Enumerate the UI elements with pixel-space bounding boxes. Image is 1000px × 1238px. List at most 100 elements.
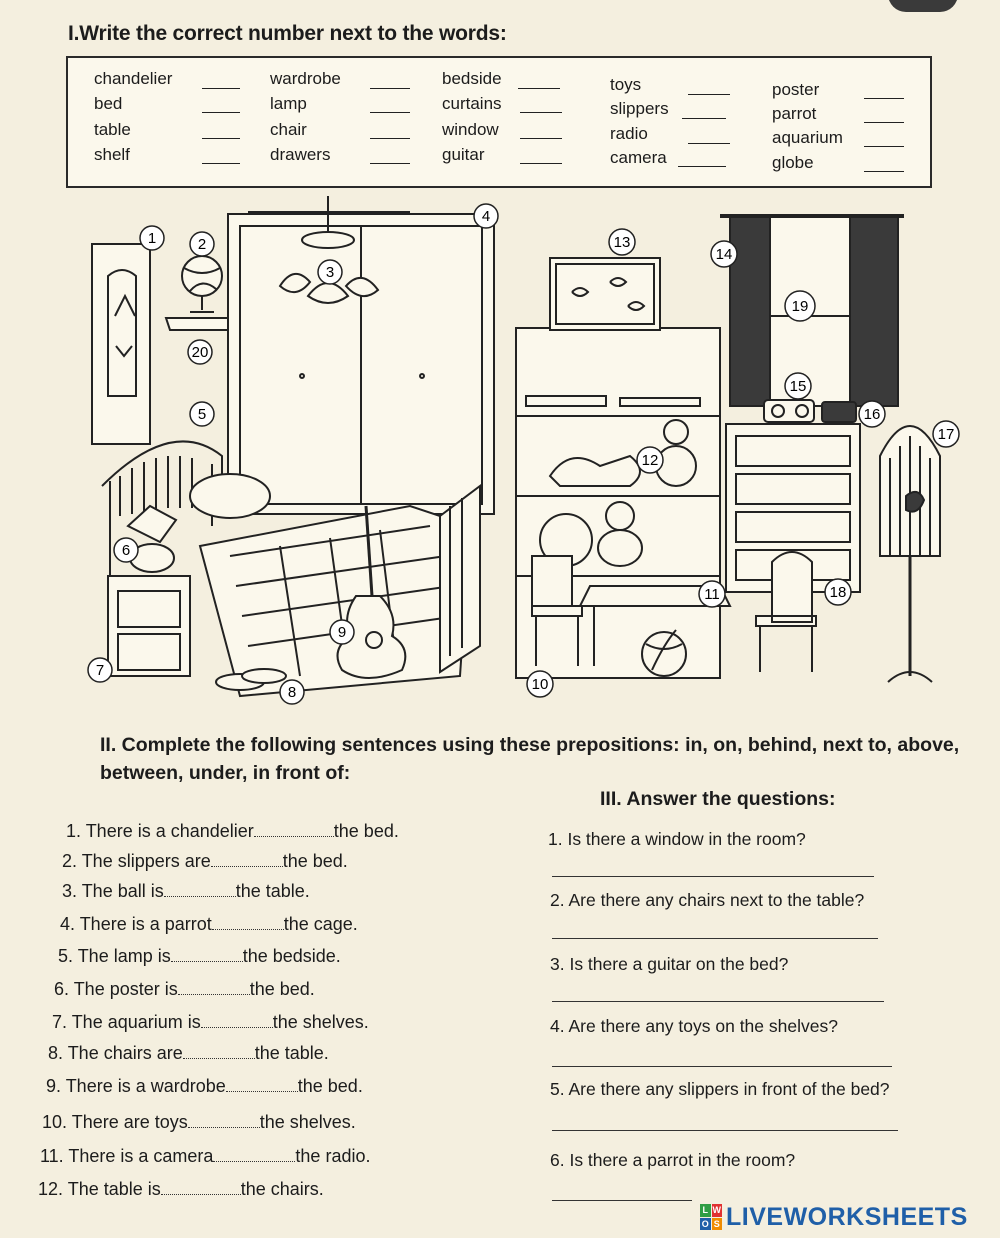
svg-text:18: 18 — [830, 584, 847, 601]
question-6: 6. Is there a parrot in the room? — [550, 1150, 796, 1170]
badge-2: 2 — [189, 231, 215, 257]
badge-5: 5 — [189, 401, 215, 427]
blank-toys[interactable] — [688, 94, 730, 95]
badge-17: 17 — [932, 420, 960, 448]
answer-blank-7[interactable] — [200, 1013, 273, 1028]
shelf-icon — [164, 317, 238, 331]
aquarium-icon — [549, 257, 661, 331]
svg-text:4: 4 — [482, 208, 490, 225]
svg-text:7: 7 — [96, 662, 104, 679]
blank-slippers[interactable] — [682, 118, 726, 119]
word-shelf: shelf — [94, 145, 130, 164]
word-window: window — [442, 120, 499, 139]
svg-text:16: 16 — [864, 406, 881, 423]
answer-line-1[interactable] — [552, 876, 874, 877]
blank-window[interactable] — [520, 138, 562, 139]
badge-7: 7 — [87, 657, 113, 683]
answer-blank-4[interactable] — [211, 915, 284, 930]
svg-text:12: 12 — [642, 452, 659, 469]
blank-chandelier[interactable] — [202, 88, 240, 89]
blank-lamp[interactable] — [370, 112, 410, 113]
badge-11: 11 — [698, 580, 726, 608]
blank-parrot[interactable] — [864, 122, 904, 123]
word-aquarium: aquarium — [772, 128, 843, 147]
badge-12: 12 — [636, 446, 664, 474]
answer-blank-8[interactable] — [182, 1044, 255, 1059]
answer-blank-6[interactable] — [177, 980, 250, 995]
answer-line-6[interactable] — [552, 1200, 692, 1201]
answer-blank-3[interactable] — [163, 882, 236, 897]
badge-4: 4 — [473, 203, 499, 229]
answer-blank-10[interactable] — [187, 1113, 260, 1128]
wardrobe-icon — [227, 213, 495, 515]
svg-text:5: 5 — [198, 406, 206, 423]
svg-text:1: 1 — [148, 230, 156, 247]
blank-curtains[interactable] — [520, 112, 562, 113]
table-icon — [578, 585, 732, 666]
word-wardrobe: wardrobe — [270, 69, 341, 88]
word-box: chandelier bed table shelf wardrobe lamp… — [66, 56, 932, 188]
top-decoration — [888, 0, 958, 12]
blank-globe[interactable] — [864, 171, 904, 172]
answer-blank-1[interactable] — [253, 822, 334, 837]
word-chair: chair — [270, 120, 307, 139]
lamp-icon — [126, 504, 178, 573]
slippers-icon — [215, 668, 287, 691]
svg-text:15: 15 — [790, 378, 807, 395]
liveworksheets-logo[interactable]: L W O S LIVEWORKSHEETS — [700, 1200, 996, 1234]
answer-blank-2[interactable] — [210, 852, 283, 867]
svg-text:19: 19 — [792, 298, 809, 315]
badge-20: 20 — [187, 339, 213, 365]
blank-radio[interactable] — [688, 143, 730, 144]
word-globe: globe — [772, 153, 814, 172]
word-curtains: curtains — [442, 94, 502, 113]
answer-blank-11[interactable] — [213, 1147, 296, 1162]
answer-line-5[interactable] — [552, 1130, 898, 1131]
blank-aquarium[interactable] — [864, 146, 904, 147]
svg-text:14: 14 — [716, 246, 733, 263]
blank-chair[interactable] — [370, 138, 410, 139]
question-2: 2. Are there any chairs next to the tabl… — [550, 890, 865, 910]
badge-9: 9 — [329, 619, 355, 645]
word-bedside: bedside — [442, 69, 502, 88]
blank-wardrobe[interactable] — [370, 88, 410, 89]
blank-poster[interactable] — [864, 98, 904, 99]
badge-14: 14 — [710, 240, 738, 268]
answer-blank-9[interactable] — [225, 1077, 298, 1092]
blank-bed[interactable] — [202, 112, 240, 113]
blank-bedside[interactable] — [518, 88, 560, 89]
word-parrot: parrot — [772, 104, 817, 123]
badge-3: 3 — [317, 259, 343, 285]
badge-6: 6 — [113, 537, 139, 563]
word-table: table — [94, 120, 131, 139]
parrot-icon — [879, 425, 941, 683]
svg-text:2: 2 — [198, 236, 206, 253]
badge-16: 16 — [858, 400, 886, 428]
badge-8: 8 — [279, 679, 305, 705]
answer-blank-5[interactable] — [170, 947, 243, 962]
poster-icon — [91, 243, 151, 445]
chandelier-icon — [248, 196, 410, 304]
word-toys: toys — [610, 75, 642, 94]
answer-line-2[interactable] — [552, 938, 878, 939]
section1-title: I.Write the correct number next to the w… — [68, 22, 507, 45]
answer-blank-12[interactable] — [160, 1180, 241, 1195]
blank-shelf[interactable] — [202, 163, 240, 164]
answer-line-3[interactable] — [552, 1001, 884, 1002]
blank-guitar[interactable] — [520, 163, 562, 164]
guitar-icon — [336, 505, 407, 679]
answer-line-4[interactable] — [552, 1066, 892, 1067]
word-bed: bed — [94, 94, 123, 113]
bedroom-illustration: 1 2 3 4 5 6 7 8 9 10 11 12 13 14 15 16 1… — [87, 196, 960, 705]
word-chandelier: chandelier — [94, 69, 173, 88]
blank-drawers[interactable] — [370, 163, 410, 164]
blank-camera[interactable] — [678, 166, 726, 167]
blank-table[interactable] — [202, 138, 240, 139]
